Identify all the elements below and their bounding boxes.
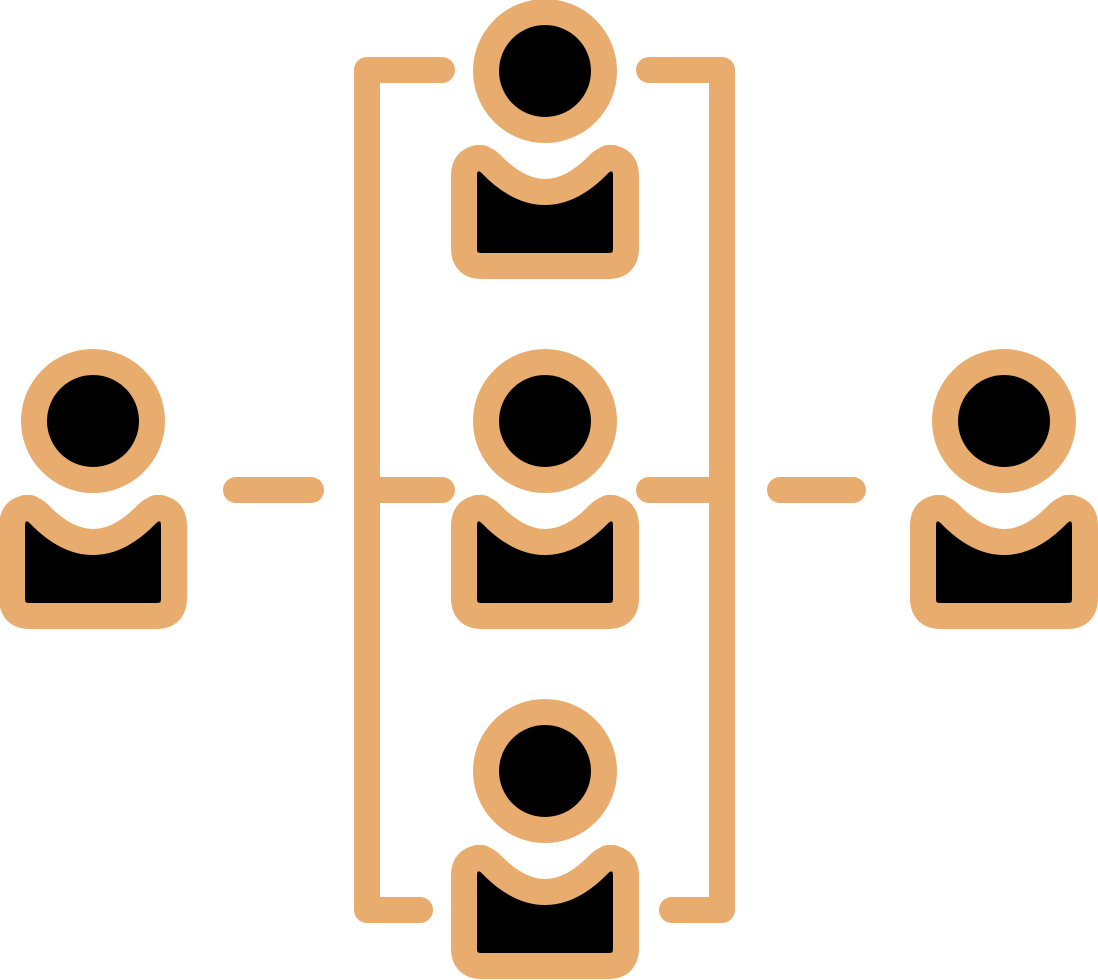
body-shape <box>910 495 1098 629</box>
body-shape <box>451 495 639 629</box>
head-shape <box>21 349 165 493</box>
person-bottom-icon <box>451 699 639 979</box>
head-shape <box>473 699 617 843</box>
body-shape <box>0 495 187 629</box>
person-left-icon <box>0 349 187 629</box>
head-shape <box>473 349 617 493</box>
body-shape <box>451 845 639 979</box>
connector-lines <box>223 57 866 923</box>
person-top-icon <box>451 0 639 279</box>
body-shape <box>451 145 639 279</box>
head-shape <box>932 349 1076 493</box>
head-shape <box>473 0 617 143</box>
person-middle-icon <box>451 349 639 629</box>
person-right-icon <box>910 349 1098 629</box>
